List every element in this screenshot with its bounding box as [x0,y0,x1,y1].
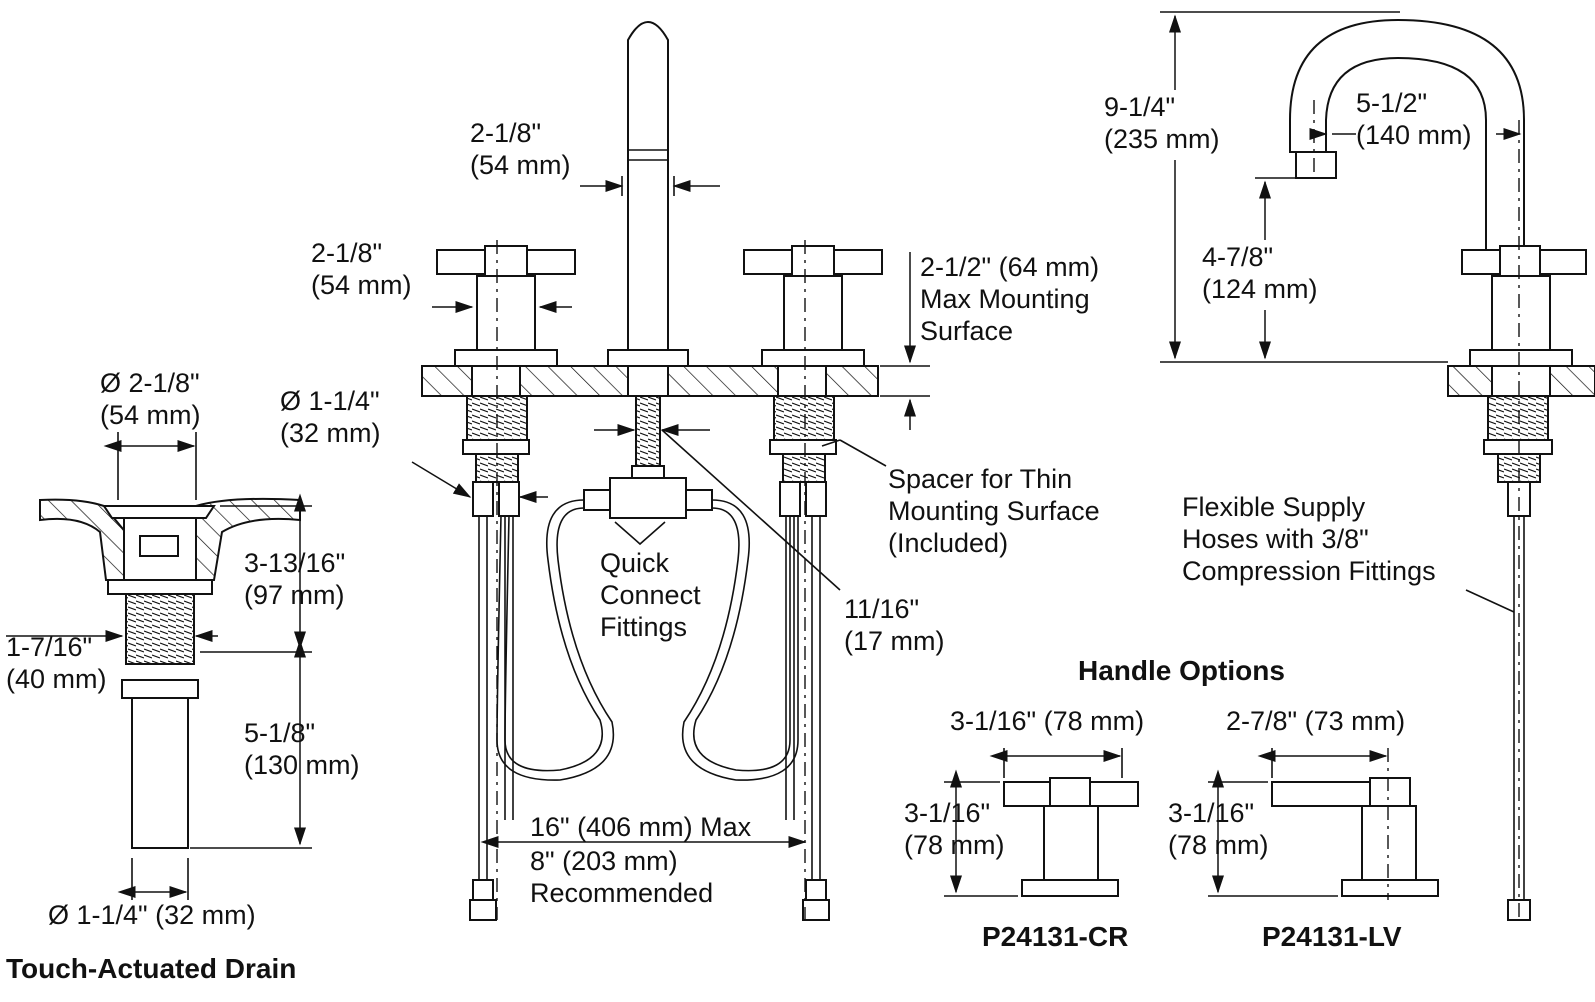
drain-top-dia-l2: (54 mm) [100,400,201,430]
drain-tail-l1: 5-1/8" [244,718,315,748]
drain-view [6,432,312,900]
hole-dia-l2: (32 mm) [280,418,381,448]
side-view [1160,11,1595,921]
left-valve [436,245,576,921]
cr-width: 3-1/16" (78 mm) [950,706,1144,736]
drain-title: Touch-Actuated Drain [6,953,296,984]
drain-tail-l2: (130 mm) [244,750,360,780]
spout-width-l1: 2-1/8" [470,118,541,148]
max-mounting-l1: 2-1/2" (64 mm) [920,252,1099,282]
cr-model: P24131-CR [982,921,1128,952]
spout-height-l2: (235 mm) [1104,124,1220,154]
drain-bottom-dia: Ø 1-1/4" (32 mm) [48,900,256,930]
lv-width: 2-7/8" (73 mm) [1226,706,1405,736]
handle-lv [1208,748,1439,900]
spacer-l2: Mounting Surface [888,496,1100,526]
front-view [411,21,930,921]
drain-height-l1: 3-13/16" [244,548,345,578]
spout [627,21,669,356]
spout-height-l1: 9-1/4" [1104,92,1175,122]
drain-side-l1: 1-7/16" [6,632,92,662]
spacer-l1: Spacer for Thin [888,464,1072,494]
hose-nut-l1: 11/16" [844,594,919,624]
drain-height-l2: (97 mm) [244,580,345,610]
supply-hoses-l2: Hoses with 3/8" [1182,524,1369,554]
spread-l3: Recommended [530,878,713,908]
supply-hoses-l1: Flexible Supply [1182,492,1366,522]
lv-model: P24131-LV [1262,921,1402,952]
quick-connect-l3: Fittings [600,612,687,642]
spacer-l3: (Included) [888,528,1008,558]
max-mounting-l2: Max Mounting [920,284,1090,314]
max-mounting-l3: Surface [920,316,1013,346]
hole-dia-l1: Ø 1-1/4" [280,386,380,416]
spout-width-l2: (54 mm) [470,150,571,180]
hose-nut-l2: (17 mm) [844,626,945,656]
drain-side-l2: (40 mm) [6,664,107,694]
spout-clearance-l2: (124 mm) [1202,274,1318,304]
handle-cr [944,748,1139,897]
spout-reach-l1: 5-1/2" [1356,88,1427,118]
cr-height-l1: 3-1/16" [904,798,990,828]
spread-l2: 8" (203 mm) [530,846,678,876]
lv-height-l1: 3-1/16" [1168,798,1254,828]
handle-options-title: Handle Options [1078,655,1285,686]
right-valve [743,245,883,921]
spread-l1: 16" (406 mm) Max [530,812,752,842]
quick-connect-l2: Connect [600,580,701,610]
spout-reach-l2: (140 mm) [1356,120,1472,150]
drain-top-dia-l1: Ø 2-1/8" [100,368,200,398]
supply-hoses-l3: Compression Fittings [1182,556,1436,586]
lv-height-l2: (78 mm) [1168,830,1269,860]
quick-connect-l1: Quick [600,548,670,578]
handle-width-l2: (54 mm) [311,270,412,300]
spout-clearance-l1: 4-7/8" [1202,242,1273,272]
cr-height-l2: (78 mm) [904,830,1005,860]
handle-width-l1: 2-1/8" [311,238,382,268]
